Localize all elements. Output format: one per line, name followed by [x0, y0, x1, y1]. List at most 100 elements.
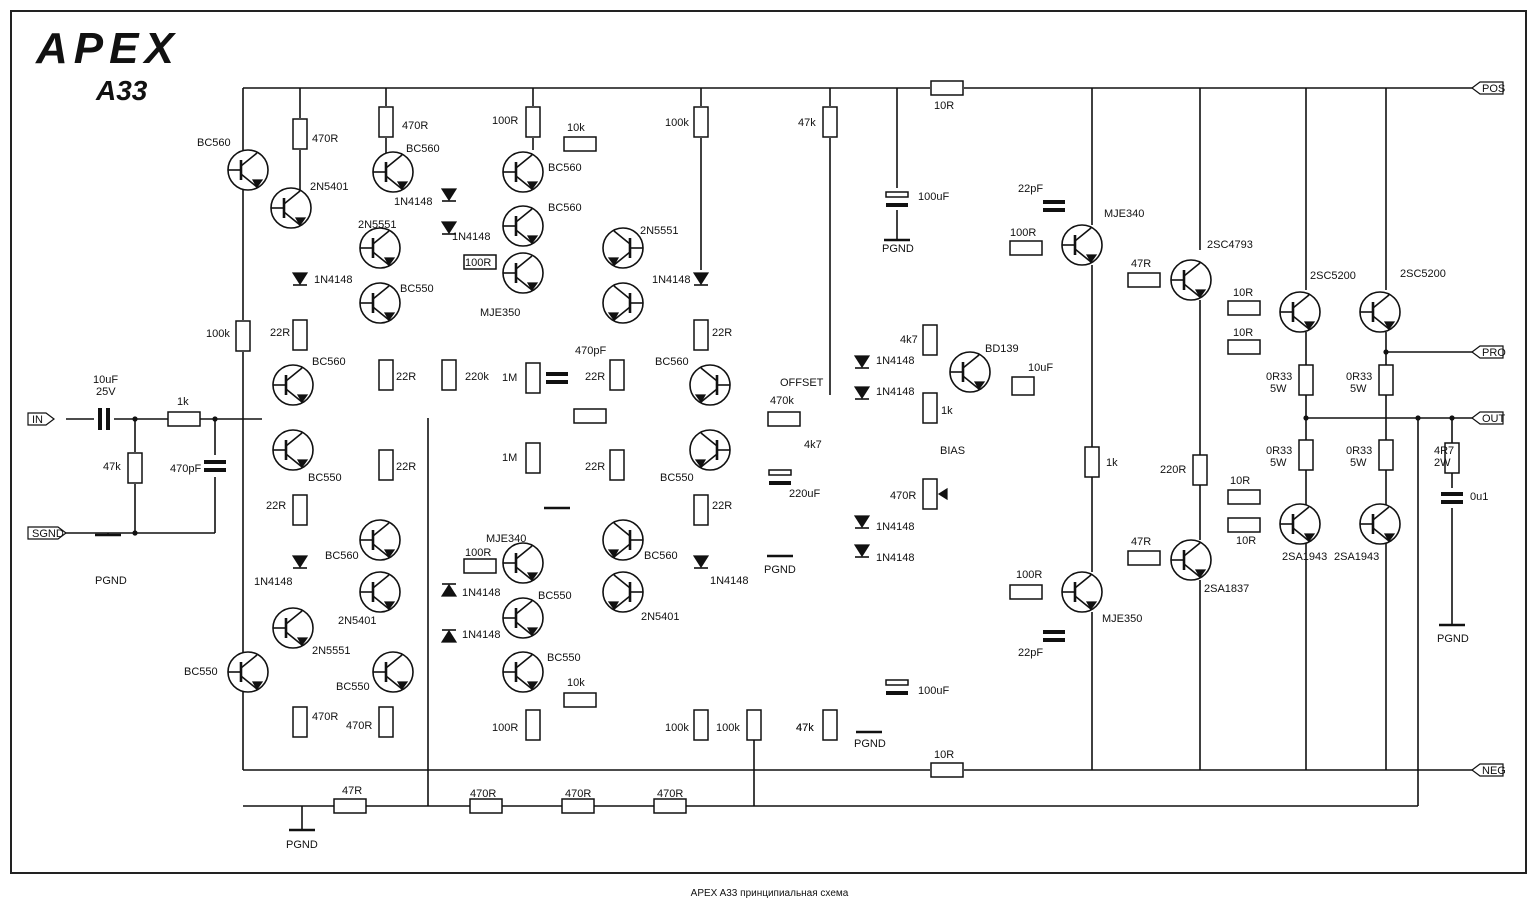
transistor-lead [613, 543, 631, 558]
transistor-lead [372, 522, 390, 537]
component-label: 1N4148 [254, 576, 293, 588]
transistor-lead [613, 595, 631, 610]
component-label: PGND [1437, 633, 1469, 645]
port-pro [1471, 345, 1504, 359]
transistor-lead [613, 522, 631, 537]
transistor-arrow [383, 601, 396, 611]
component-label: BC560 [548, 202, 582, 214]
transistor-lead [1372, 527, 1390, 542]
transistor-lead [1074, 595, 1092, 610]
transistor-lead [385, 154, 403, 169]
resistor [922, 324, 938, 356]
resistor [525, 106, 541, 138]
component-label: BC560 [406, 143, 440, 155]
resistor [693, 106, 709, 138]
component-label: MJE350 [480, 307, 520, 319]
component-label: 10R [1230, 475, 1250, 487]
transistor-arrow [296, 459, 309, 469]
transistor-lead [372, 285, 390, 300]
transistor-arrow [1303, 321, 1316, 331]
component-label: BC550 [184, 666, 218, 678]
resistor [1227, 517, 1261, 533]
component-label: 0R33 [1266, 445, 1292, 457]
transistor-lead [1292, 506, 1310, 521]
junction-dot [1303, 415, 1309, 421]
transistor-arrow [607, 312, 620, 322]
component-label: 22R [396, 371, 416, 383]
transistor-lead [372, 543, 390, 558]
resistor [1192, 454, 1208, 486]
resistor [1444, 442, 1460, 474]
diode [440, 583, 458, 597]
transistor-arrow [607, 549, 620, 559]
transistor-lead [1183, 262, 1201, 277]
resistor [1378, 364, 1394, 396]
component-label: 10uF [93, 374, 118, 386]
resistor [525, 362, 541, 394]
component-label: 25V [96, 386, 116, 398]
transistor-lead [613, 574, 631, 589]
resistor [378, 106, 394, 138]
electrolytic-capacitor [885, 679, 909, 686]
component-label: 1N4148 [710, 575, 749, 587]
component-label: 2SA1943 [1282, 551, 1327, 563]
component-label: BC550 [660, 472, 694, 484]
model-title: A33 [95, 75, 148, 106]
component-label: 470pF [170, 463, 201, 475]
resistor [922, 392, 938, 424]
component-label: 0u1 [1470, 491, 1488, 503]
resistor [561, 798, 595, 814]
component-label: 470R [312, 133, 338, 145]
resistor [378, 706, 394, 738]
component-label: 47k [796, 722, 814, 734]
resistor [463, 254, 497, 270]
component-label: 5W [1350, 383, 1367, 395]
resistor [1227, 339, 1261, 355]
transistor-lead [613, 230, 631, 245]
component-label: 470R [346, 720, 372, 732]
component-label: 1k [1106, 457, 1118, 469]
component-label: 1N4148 [876, 521, 915, 533]
transistor-lead [372, 574, 390, 589]
component-label: 2N5551 [312, 645, 351, 657]
component-label: 22R [266, 500, 286, 512]
component-label: 100k [716, 722, 740, 734]
component-label: 10R [934, 749, 954, 761]
resistor [746, 709, 762, 741]
transistor-arrow [1383, 321, 1396, 331]
junction-dot [1449, 415, 1455, 421]
component-label: 4k7 [804, 439, 822, 451]
transistor-arrow [296, 394, 309, 404]
component-label: 100uF [918, 191, 949, 203]
component-label: BC550 [336, 681, 370, 693]
transistor-arrow [694, 459, 707, 469]
electrolytic-capacitor [885, 191, 909, 198]
component-label: 100k [206, 328, 230, 340]
component-label: 5W [1270, 383, 1287, 395]
diode [440, 221, 458, 235]
component-label: 100R [1016, 569, 1042, 581]
junction-dot [132, 530, 138, 536]
component-label: MJE350 [1102, 613, 1142, 625]
component-label: 2SA1837 [1204, 583, 1249, 595]
component-label: 0R33 [1346, 445, 1372, 457]
transistor-lead [285, 631, 303, 646]
transistor-lead [385, 175, 403, 190]
component-label: 1N4148 [876, 552, 915, 564]
component-label: 100R [465, 257, 491, 269]
component-label: 470R [890, 490, 916, 502]
component-label: PGND [854, 738, 886, 750]
component-label: 100R [492, 115, 518, 127]
diode [853, 515, 871, 529]
resistor [167, 411, 201, 427]
component-label: 47R [1131, 258, 1151, 270]
component-label: 5W [1270, 457, 1287, 469]
resistor [693, 709, 709, 741]
component-label: 47k [103, 461, 121, 473]
component-label: 10R [1233, 327, 1253, 339]
transistor-arrow [1303, 533, 1316, 543]
component-label: 1k [177, 396, 189, 408]
component-label: 1M [502, 372, 517, 384]
